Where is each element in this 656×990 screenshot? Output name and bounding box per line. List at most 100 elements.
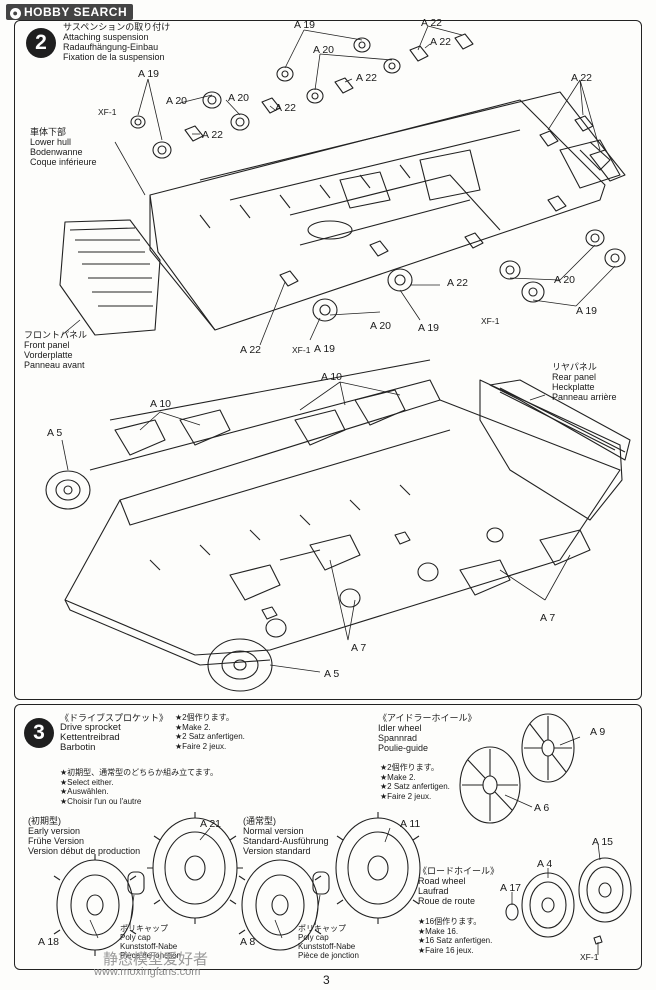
site-logo: ●HOBBY SEARCH <box>6 4 134 20</box>
site-logo-text: HOBBY SEARCH <box>24 5 128 19</box>
road-wheel-fr: Roue de route <box>418 896 476 906</box>
poly-cap-en: Poly cap <box>298 933 329 942</box>
lower-hull-jp: 車体下部 <box>30 127 67 137</box>
suspension-parts-bottom <box>279 195 626 322</box>
idler-wheel-drawing <box>459 713 575 824</box>
drive-sprocket-de: Kettentreibrad <box>60 732 120 743</box>
part-label-a9: A 9 <box>590 726 606 738</box>
idler-jp: 《アイドラーホイール》 <box>378 713 477 723</box>
lower-hull-de: Bodenwanne <box>30 147 83 157</box>
idler-make2-fr: ★Faire 2 jeux. <box>380 791 432 801</box>
early-de: Frühe Version <box>28 836 85 846</box>
front-panel-en: Front panel <box>24 340 70 350</box>
rear-panel-jp: リヤパネル <box>552 362 597 372</box>
idler-make2-de: ★2 Satz anfertigen. <box>380 782 450 791</box>
road-wheel-drawing <box>505 857 632 945</box>
normal-fr: Version standard <box>243 846 311 856</box>
poly-cap-label-normal: ポリキャップ Poly cap Kunststoff-Nabe Pièce de… <box>298 924 359 960</box>
part-label-a11: A 11 <box>400 818 421 830</box>
part-label-a6: A 6 <box>534 802 550 814</box>
road-wheel-en: Road wheel <box>418 876 466 886</box>
idler-fr: Poulie-guide <box>378 743 429 753</box>
step2-title: サスペンションの取り付け Attaching suspension Radauf… <box>63 22 170 62</box>
rear-panel-label: リヤパネル Rear panel Heckplatte Panneau arri… <box>552 362 617 402</box>
part-label-a22: A 22 <box>430 36 452 48</box>
part-label-a22: A 22 <box>421 17 443 29</box>
part-label-a19: A 19 <box>418 322 440 334</box>
rear-panel-en: Rear panel <box>552 372 597 382</box>
part-label-a22: A 22 <box>571 72 593 84</box>
early-version-label: (初期型) Early version Frühe Version Versio… <box>28 816 140 856</box>
part-label-a5: A 5 <box>324 668 340 680</box>
make2-fr: ★Faire 2 jeux. <box>175 741 227 751</box>
lower-hull-bottom-drawing <box>64 359 623 666</box>
page-number: 3 <box>323 973 330 987</box>
idler-make2-en: ★Make 2. <box>380 772 416 782</box>
select-either-fr: ★Choisir l'un ou l'autre <box>60 796 142 806</box>
front-panel-jp: フロントパネル <box>24 330 88 340</box>
part-label-a20: A 20 <box>370 320 392 332</box>
torsion-arms <box>114 389 591 601</box>
normal-jp: (通常型) <box>243 816 276 826</box>
step3-number: 3 <box>24 718 54 748</box>
step2-number: 2 <box>26 28 56 58</box>
poly-cap-en: Poly cap <box>120 933 151 942</box>
poly-cap-de: Kunststoff-Nabe <box>120 942 178 951</box>
idler-make2-note: ★2個作ります。 ★Make 2. ★2 Satz anfertigen. ★F… <box>380 763 450 801</box>
road-make16-note: ★16個作ります。 ★Make 16. ★16 Satz anfertigen.… <box>418 917 492 955</box>
select-either-en: ★Select either. <box>60 777 114 787</box>
part-label-a22: A 22 <box>275 102 297 114</box>
part-label-a22: A 22 <box>356 72 378 84</box>
lower-hull-en: Lower hull <box>30 137 72 147</box>
part-label-xf1: XF-1 <box>98 107 117 117</box>
poly-cap-jp: ポリキャップ <box>298 924 346 933</box>
step2-title-de: Radaufhängung-Einbau <box>63 42 159 52</box>
part-label-a8: A 8 <box>240 936 256 948</box>
idler-wheel-label: 《アイドラーホイール》 Idler wheel Spannrad Poulie-… <box>378 713 477 753</box>
step2-title-en: Attaching suspension <box>63 32 149 42</box>
part-label-xf1: XF-1 <box>481 316 500 326</box>
part-label-a20: A 20 <box>313 44 335 56</box>
part-label-a7: A 7 <box>351 642 367 654</box>
drive-sprocket-label: 《ドライブスプロケット》 Drive sprocket Kettentreibr… <box>60 713 168 753</box>
part-label-a22: A 22 <box>202 129 224 141</box>
select-either-jp: ★初期型、通常型のどちらか組み立てます。 <box>60 768 218 777</box>
make2-jp: ★2個作ります。 <box>175 713 234 722</box>
logo-badge-icon: ● <box>10 8 21 19</box>
lower-hull-label: 車体下部 Lower hull Bodenwanne Coque inférie… <box>30 127 97 167</box>
part-label-a20: A 20 <box>228 92 250 104</box>
part-label-xf1: XF-1 <box>580 952 599 962</box>
early-fr: Version début de production <box>28 846 141 856</box>
rear-panel-de: Heckplatte <box>552 382 595 392</box>
drive-sprocket-fr: Barbotin <box>60 742 96 753</box>
part-label-a19: A 19 <box>314 343 336 355</box>
leader-lines-step3 <box>89 736 601 955</box>
poly-cap-label-early: ポリキャップ Poly cap Kunststoff-Nabe Pièce de… <box>120 924 181 960</box>
part-label-a18: A 18 <box>38 936 60 948</box>
idler-de: Spannrad <box>378 733 418 743</box>
sprocket-make2-note: ★2個作ります。 ★Make 2. ★2 Satz anfertigen. ★F… <box>175 713 245 751</box>
front-panel-fr: Panneau avant <box>24 360 85 370</box>
part-label-a15: A 15 <box>592 836 614 848</box>
drive-sprocket-jp: 《ドライブスプロケット》 <box>60 713 169 723</box>
front-panel-de: Vorderplatte <box>24 350 73 360</box>
part-label-a19: A 19 <box>576 305 598 317</box>
poly-cap-fr: Pièce de jonction <box>298 951 359 960</box>
part-label-a20: A 20 <box>166 95 188 107</box>
lower-hull-top-drawing <box>149 91 621 331</box>
step2-title-fr: Fixation de la suspension <box>63 52 165 62</box>
part-label-a7: A 7 <box>540 612 556 624</box>
leader-lines-top <box>61 25 616 346</box>
make2-en: ★Make 2. <box>175 722 211 732</box>
part-label-xf1: XF-1 <box>292 345 311 355</box>
lower-hull-fr: Coque inférieure <box>30 157 97 167</box>
watermark-url: www.moxingfans.com <box>94 966 201 978</box>
road-make16-jp: ★16個作ります。 <box>418 917 482 926</box>
road-make16-en: ★Make 16. <box>418 926 459 936</box>
part-label-a10: A 10 <box>321 371 343 383</box>
poly-cap-fr: Pièce de jonction <box>120 951 181 960</box>
road-make16-fr: ★Faire 16 jeux. <box>418 945 474 955</box>
step3-frame <box>14 704 642 970</box>
front-panel-drawing <box>59 219 161 336</box>
